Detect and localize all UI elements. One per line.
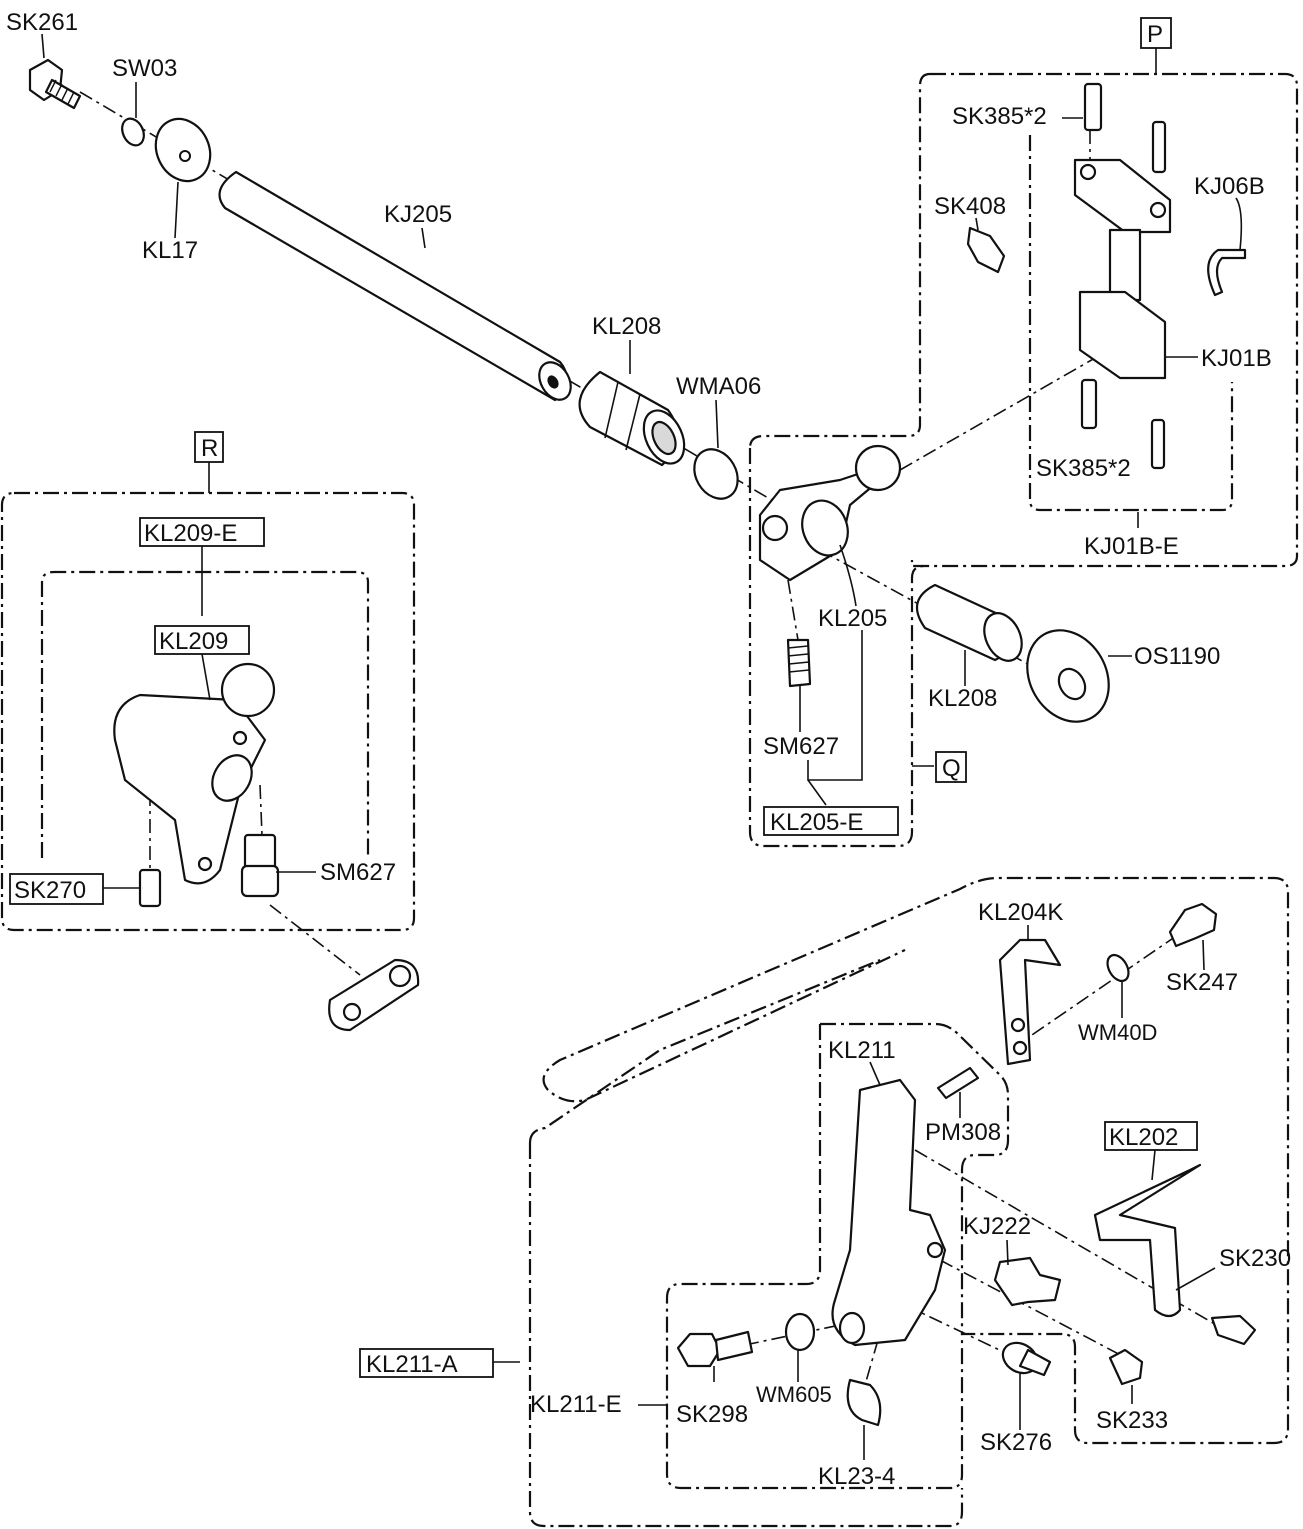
- label-sk385-top: SK385*2: [952, 103, 1047, 130]
- label-kl211-a: KL211-A: [366, 1351, 458, 1378]
- label-kl202: KL202: [1109, 1124, 1178, 1151]
- label-sk270: SK270: [14, 877, 86, 904]
- label-sk230: SK230: [1219, 1245, 1291, 1272]
- sk270-setscrew-part: [138, 868, 162, 908]
- label-kl204k: KL204K: [978, 899, 1063, 926]
- kl204k-bracket-part: [998, 938, 1062, 1066]
- kl209-e-bracket: [40, 570, 370, 858]
- label-wm40d: WM40D: [1078, 1020, 1157, 1045]
- axis-sm627-left: [259, 784, 263, 836]
- wm605-washer-part: [784, 1312, 816, 1352]
- group-p-outline: [910, 72, 1299, 568]
- axis-kl23: [864, 1339, 879, 1386]
- label-sk276: SK276: [980, 1429, 1052, 1456]
- label-sm627-mid: SM627: [763, 733, 839, 760]
- label-kl205: KL205: [818, 605, 887, 632]
- sk298-bolt-part: [676, 1330, 754, 1368]
- sk261-screw-part: [28, 58, 82, 110]
- label-sk385-bottom: SK385*2: [1036, 455, 1131, 482]
- label-kl209: KL209: [159, 628, 228, 655]
- kl205-crank-part: [758, 444, 902, 582]
- label-wm605: WM605: [756, 1382, 832, 1407]
- label-kj222: KJ222: [963, 1213, 1031, 1240]
- axis-kl204k: [1009, 929, 1186, 1051]
- label-kj01b-e: KJ01B-E: [1084, 533, 1179, 560]
- group-a-outline: [542, 876, 1290, 1445]
- label-os1190: OS1190: [1134, 643, 1220, 670]
- label-boxes: [9, 17, 1198, 1378]
- kj205-shaft-part: [218, 170, 572, 402]
- sm627-mid-screw-part: [786, 638, 812, 688]
- label-kl211-e: KL211-E: [530, 1391, 622, 1418]
- label-kj06b: KJ06B: [1194, 173, 1265, 200]
- label-pm308: PM308: [925, 1119, 1001, 1146]
- label-kl205-e: KL205-E: [770, 809, 863, 836]
- label-wma06: WMA06: [676, 373, 761, 400]
- kl211-lever-part: [831, 1078, 947, 1347]
- sk233-screw-part: [1108, 1348, 1144, 1386]
- link-part: [328, 958, 420, 1032]
- axis-link: [269, 904, 361, 976]
- axis-sk276: [904, 1304, 1011, 1356]
- label-group-p: P: [1147, 21, 1163, 48]
- pm308-pin-part: [936, 1066, 980, 1100]
- kl23-4-cam-part: [846, 1378, 882, 1427]
- kl209-crank-part: [113, 662, 276, 885]
- label-kl211: KL211: [828, 1037, 896, 1064]
- kj01b-e-bracket: [1028, 135, 1234, 512]
- kj222-spring-part: [993, 1256, 1062, 1307]
- kj06b-clip-part: [1207, 248, 1247, 297]
- label-kl208-mid: KL208: [928, 685, 997, 712]
- group-r-outline: [0, 491, 416, 932]
- sk276-screw-part: [1001, 1341, 1052, 1377]
- kl211-a-outline: [528, 1143, 964, 1528]
- wm40d-washer-part: [1106, 953, 1130, 983]
- kl202-knife-part: [1093, 1163, 1202, 1318]
- group-q-outline: [748, 448, 925, 848]
- os1190-washer-part: [1026, 629, 1110, 723]
- axis-sm627-mid: [787, 579, 799, 641]
- label-kj01b: KJ01B: [1201, 345, 1272, 372]
- leader-lines: [41, 33, 1243, 1460]
- label-kl208-top: KL208: [592, 313, 661, 340]
- label-sk247: SK247: [1166, 969, 1238, 996]
- axis-ball-to-kj01b: [899, 357, 1096, 471]
- group-p-inner-left: [748, 72, 931, 449]
- kl208-bushing-top-part: [578, 370, 686, 467]
- sm627-left-screw-part: [240, 833, 280, 898]
- sk408-screw-part: [966, 226, 1006, 274]
- label-sk233: SK233: [1096, 1407, 1168, 1434]
- sk385-screws-bottom-part: [1080, 378, 1166, 470]
- group-a-lower: [665, 1024, 964, 1490]
- kj01b-clamp-part: [1073, 158, 1172, 380]
- label-sw03: SW03: [112, 55, 177, 82]
- label-kj205: KJ205: [384, 201, 452, 228]
- sk230-screw-part: [1210, 1314, 1257, 1346]
- kl17-washer-part: [154, 117, 212, 183]
- wma06-ring-part: [693, 448, 739, 500]
- label-sk408: SK408: [934, 193, 1006, 220]
- label-sk261: SK261: [6, 9, 78, 36]
- kl211-a-top: [528, 958, 881, 1144]
- label-kl209-e: KL209-E: [144, 520, 237, 547]
- label-sm627-left: SM627: [320, 859, 396, 886]
- label-sk298: SK298: [676, 1401, 748, 1428]
- label-kl23-4: KL23-4: [818, 1463, 895, 1490]
- kl208-bushing-mid-part: [915, 583, 1023, 662]
- label-group-q: Q: [942, 755, 961, 782]
- label-kl17: KL17: [142, 237, 198, 264]
- sw03-washer-part: [121, 117, 145, 147]
- axis-kj222: [939, 1259, 1131, 1361]
- label-group-r: R: [201, 435, 218, 462]
- sk385-screws-top-part: [1083, 82, 1167, 174]
- sk247-screw-part: [1168, 902, 1218, 948]
